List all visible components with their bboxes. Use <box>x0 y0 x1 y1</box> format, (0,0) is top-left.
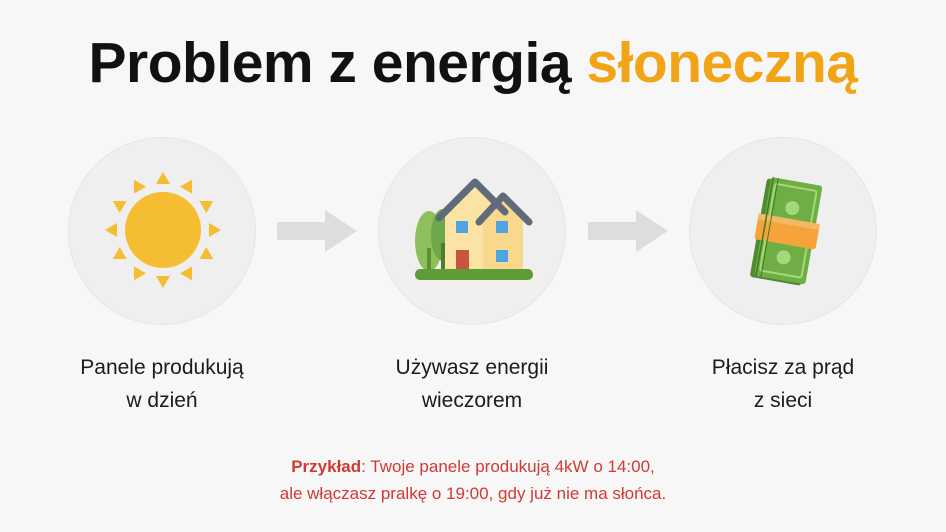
example-line-1: Przykład: Twoje panele produkują 4kW o 1… <box>0 453 946 480</box>
example-label: Przykład <box>291 457 362 476</box>
step-3-label: Płacisz za prąd z sieci <box>711 356 855 412</box>
step-3-circle <box>689 137 877 325</box>
sun-icon <box>105 172 221 288</box>
example-note: Przykład: Twoje panele produkują 4kW o 1… <box>0 453 946 507</box>
house-icon <box>415 178 533 280</box>
step-1-label: Panele produkują w dzień <box>80 356 244 412</box>
money-icon <box>750 177 823 286</box>
step-2-label: Używasz energii wieczorem <box>395 356 549 412</box>
step-2-circle <box>378 137 566 325</box>
page-title: Problem z energią słoneczną <box>0 30 946 96</box>
example-line-1-text: : Twoje panele produkują 4kW o 14:00, <box>361 457 655 476</box>
title-main: Problem z energią <box>88 31 572 95</box>
step-1-circle <box>68 137 256 325</box>
example-line-2: ale włączasz pralkę o 19:00, gdy już nie… <box>279 484 667 503</box>
title-accent: słoneczną <box>586 31 858 95</box>
arrow-right-icon <box>588 210 668 252</box>
arrow-right-icon <box>277 210 357 252</box>
